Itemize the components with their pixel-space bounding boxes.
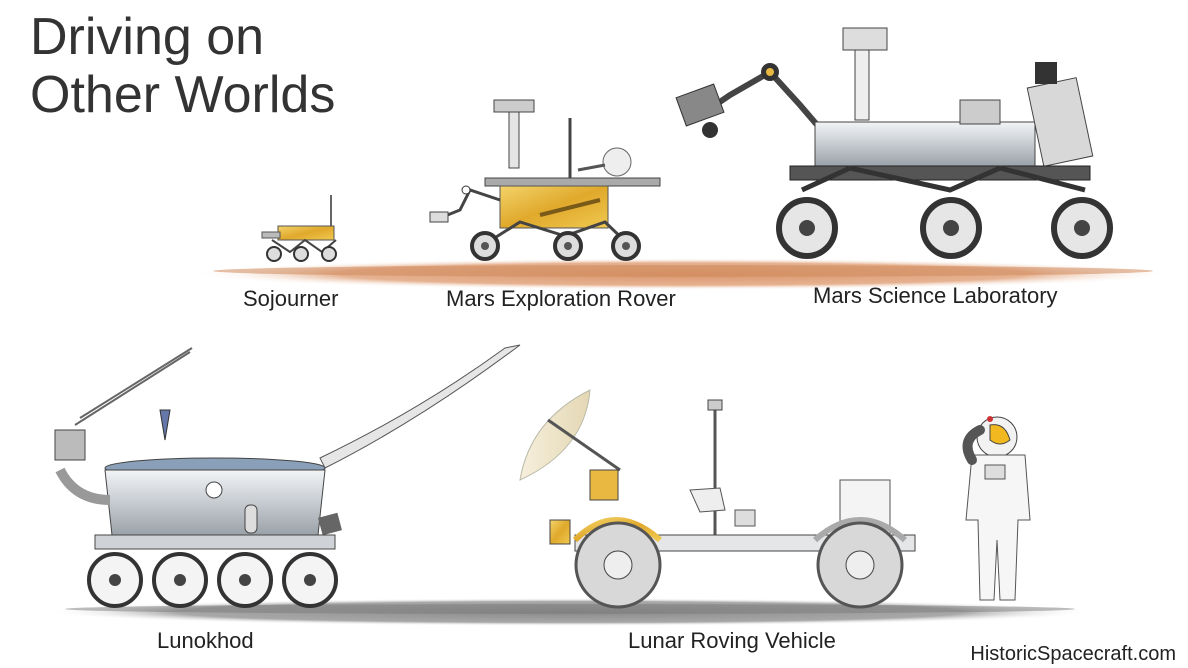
label-mars-science-laboratory: Mars Science Laboratory [813,283,1058,308]
mer-wheels [470,231,641,261]
astronaut-figure [962,416,1031,601]
mer-rover [429,99,661,261]
lrv-wheels [574,521,904,609]
source-credit: HistoricSpacecraft.com [970,643,1176,665]
msl-rover [675,27,1113,259]
label-lunar-roving-vehicle: Lunar Roving Vehicle [628,628,836,653]
sojourner-wheels [266,246,337,262]
lunokhod-rover [54,344,521,608]
title-line-2: Other Worlds [30,66,336,124]
label-lunokhod: Lunokhod [157,628,254,653]
sojourner-rover [261,195,337,262]
label-sojourner: Sojourner [243,286,339,311]
title-line-1: Driving on [30,8,265,66]
label-mars-exploration-rover: Mars Exploration Rover [446,286,676,311]
lunokhod-wheels [87,552,338,608]
page-title: Driving on Other Worlds [30,8,335,124]
lrv-vehicle [519,389,916,609]
msl-wheels [776,197,1113,259]
